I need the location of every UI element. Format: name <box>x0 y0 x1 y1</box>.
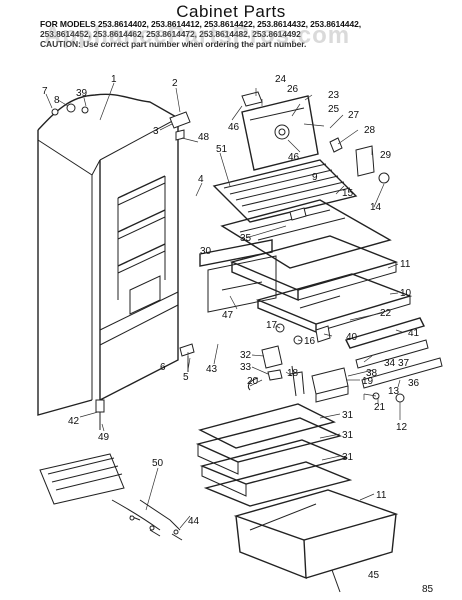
callout-2: 2 <box>172 78 178 89</box>
callout-35: 35 <box>240 233 252 244</box>
callout-30: 30 <box>200 246 212 257</box>
callout-16: 16 <box>304 336 316 347</box>
top-shelf <box>212 159 358 223</box>
callout-44: 44 <box>188 516 200 527</box>
callout-20: 20 <box>247 376 259 387</box>
models-line: FOR MODELS 253.8614402, 253.8614412, 253… <box>40 19 361 29</box>
callout-47: 47 <box>222 310 234 321</box>
callout-31a: 31 <box>342 410 354 421</box>
callout-45: 45 <box>368 570 380 581</box>
evaporator-cover <box>241 91 319 171</box>
door-rail <box>199 239 277 313</box>
callout-labels: 1 2 3 4 5 6 7 8 9 10 11 11 12 13 14 15 1… <box>42 74 434 595</box>
models-line-2: 253.8614452, 253.8614462, 253.8614472, 2… <box>40 29 301 39</box>
callout-36: 36 <box>408 378 420 389</box>
callout-13: 13 <box>388 386 400 397</box>
caution-line: CAUTION: Use correct part number when or… <box>40 39 307 49</box>
callout-46a: 46 <box>228 122 240 133</box>
lower-drawer <box>255 273 413 334</box>
watermark: AppliancePartsPros.com <box>44 22 351 49</box>
callout-26: 26 <box>287 84 299 95</box>
lower-shelves <box>195 403 353 507</box>
callout-21: 21 <box>374 402 386 413</box>
callout-11b: 11 <box>376 490 387 501</box>
callout-4: 4 <box>198 174 204 185</box>
callout-15: 15 <box>342 188 354 199</box>
page-title: Cabinet Parts <box>176 2 286 21</box>
callout-19: 19 <box>362 376 374 387</box>
callout-7: 7 <box>42 86 48 97</box>
leader-lines <box>45 82 403 529</box>
callout-39: 39 <box>76 88 88 99</box>
callout-17: 17 <box>266 320 278 331</box>
crisper-drawer <box>233 489 399 593</box>
callout-12: 12 <box>396 422 408 433</box>
callout-48: 48 <box>198 132 210 143</box>
callout-42: 42 <box>68 416 80 427</box>
callout-11a: 11 <box>400 259 411 270</box>
page-number: 85 <box>422 584 434 595</box>
callout-37: 37 <box>398 358 410 369</box>
callout-31c: 31 <box>342 452 354 463</box>
wiring-harness <box>39 453 183 541</box>
callout-10: 10 <box>400 288 412 299</box>
callout-40: 40 <box>346 332 358 343</box>
callout-8: 8 <box>54 95 60 106</box>
callout-33: 33 <box>240 362 252 373</box>
callout-27: 27 <box>348 110 360 121</box>
callout-14: 14 <box>370 202 382 213</box>
control-assembly <box>247 323 405 403</box>
callout-29: 29 <box>380 150 392 161</box>
callout-46b: 46 <box>288 152 300 163</box>
callout-28: 28 <box>364 125 376 136</box>
callout-50: 50 <box>152 458 164 469</box>
callout-22: 22 <box>380 308 392 319</box>
callout-34: 34 <box>384 358 396 369</box>
callout-43: 43 <box>206 364 218 375</box>
callout-25: 25 <box>328 104 340 115</box>
callout-49: 49 <box>98 432 110 443</box>
callout-24: 24 <box>275 74 287 85</box>
cabinet-shell <box>37 93 195 430</box>
callout-51: 51 <box>216 144 228 155</box>
callout-9: 9 <box>312 172 318 183</box>
callout-41: 41 <box>408 328 420 339</box>
callout-5: 5 <box>183 372 189 383</box>
callout-23: 23 <box>328 90 340 101</box>
callout-6: 6 <box>160 362 166 373</box>
callout-32: 32 <box>240 350 252 361</box>
callout-31b: 31 <box>342 430 354 441</box>
callout-38: 38 <box>366 368 378 379</box>
crisper-cover <box>220 199 392 269</box>
right-brackets <box>329 137 443 389</box>
callout-18: 18 <box>287 368 299 379</box>
callout-3: 3 <box>153 126 159 137</box>
callout-1: 1 <box>111 74 117 85</box>
